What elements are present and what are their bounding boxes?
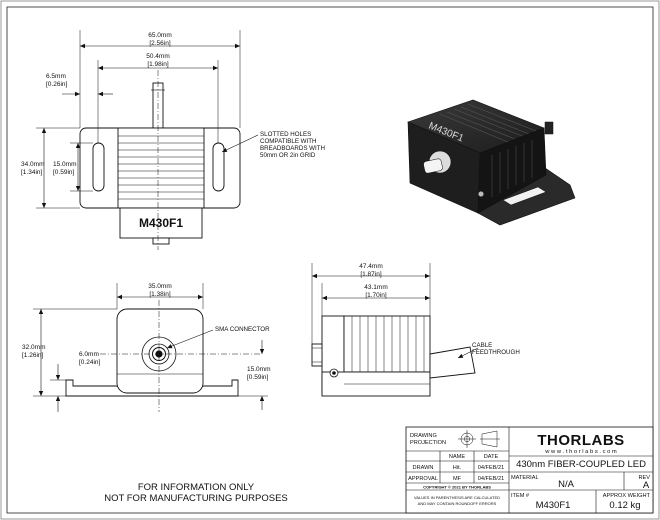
dim-slot-length: 15.0mm	[53, 161, 76, 168]
item-value: M430F1	[536, 500, 571, 511]
dim-overall-depth: 34.0mm	[21, 161, 44, 168]
dim-axis-height: 15.0mm	[247, 366, 270, 373]
top-view-fins	[118, 135, 204, 200]
slot-note-line-1: SLOTTED HOLES	[260, 131, 311, 138]
footer-line-2: NOT FOR MANUFACTURING PURPOSES	[104, 493, 288, 504]
side-view-sma-stub	[311, 343, 323, 367]
dim-flange-height-in: [0.24in]	[79, 359, 101, 366]
drawn-label: DRAWN	[413, 465, 434, 471]
weight-value: 0.12 kg	[609, 500, 640, 511]
dim-body-width-in: [1.38in]	[149, 291, 171, 298]
dim-overall-length-in: [1.87in]	[360, 271, 382, 278]
drawn-date: 04/FEB/21	[478, 465, 504, 471]
rev-value: A	[643, 480, 650, 491]
weight-label: APPROX WEIGHT	[603, 493, 651, 499]
thorlabs-url: w w w . t h o r l a b s . c o m	[544, 449, 617, 455]
dim-slot-spacing-in: [1.98in]	[147, 61, 169, 68]
dim-slot-offset-in: [0.26in]	[46, 81, 68, 88]
footer-line-1: FOR INFORMATION ONLY	[138, 482, 255, 493]
item-label: ITEM #	[511, 493, 530, 499]
top-view-heatsink	[117, 127, 205, 209]
slot-note-line-2: COMPATIBLE WITH	[260, 138, 317, 145]
dim-overall-length: 47.4mm	[359, 263, 382, 270]
top-view: M430F1 65.0mm [2.56in] 50.4mm [1.98in] 6…	[21, 30, 325, 250]
dim-height-in: [1.26in]	[22, 352, 44, 359]
approval-label: APPROVAL	[408, 476, 438, 482]
disclaimer-line-1: VALUES IN PARENTHESIS ARE CALCULATED	[414, 495, 500, 500]
sheet-inner-border	[6, 6, 654, 514]
col-name: NAME	[449, 454, 465, 460]
drawn-name: Hit.	[453, 465, 462, 471]
dim-slot-length-in: [0.59in]	[53, 169, 75, 176]
dim-body-width: 35.0mm	[148, 283, 171, 290]
copyright: COPYRIGHT © 2021 BY THORLABS	[423, 485, 491, 490]
projection-label-2: PROJECTION	[410, 440, 446, 446]
third-angle-projection-icon	[458, 430, 500, 448]
dim-axis-height-in: [0.59in]	[247, 374, 269, 381]
rev-label: REV	[638, 475, 650, 481]
title-block: DRAWING PROJECTION NAME DATE DRAWN Hit. …	[405, 426, 654, 514]
top-view-part-label: M430F1	[139, 216, 183, 230]
dim-flange-height: 6.0mm	[79, 351, 99, 358]
top-view-slot-left	[92, 142, 105, 192]
material-value: N/A	[558, 479, 575, 490]
slot-note-line-4: 50mm OR 2in GRID	[260, 152, 316, 159]
dim-body-length: 43.1mm	[364, 284, 387, 291]
col-date: DATE	[484, 454, 499, 460]
dim-overall-depth-in: [1.34in]	[21, 169, 43, 176]
side-view-heatsink	[343, 315, 431, 373]
dim-overall-width: 65.0mm	[148, 32, 171, 39]
approval-name: MF	[453, 476, 462, 482]
dim-slot-offset: 6.5mm	[46, 73, 66, 80]
material-label: MATERIAL	[511, 475, 539, 481]
cable-note-line-1: CABLE	[472, 342, 492, 349]
thorlabs-logo: THORLABS	[537, 432, 624, 449]
dim-body-length-in: [1.70in]	[365, 292, 387, 299]
projection-label-1: DRAWING	[410, 433, 437, 439]
part-description: 430nm FIBER-COUPLED LED	[516, 459, 646, 470]
isometric-view: M430F1	[407, 99, 576, 226]
dim-height: 32.0mm	[22, 344, 45, 351]
approval-date: 04/FEB/21	[478, 476, 504, 482]
side-view: 47.4mm [1.87in] 43.1mm [1.70in] CABLE FE…	[311, 263, 520, 397]
top-view-slot-right	[212, 142, 225, 192]
dim-overall-width-in: [2.56in]	[149, 40, 171, 47]
side-view-fins	[351, 316, 425, 372]
disclaimer-line-2: AND MAY CONTAIN ROUNDOFF ERRORS	[418, 501, 497, 506]
sma-connector-note: SMA CONNECTOR	[215, 326, 270, 333]
side-view-cable-feedthrough	[429, 346, 476, 379]
slot-note-line-3: BREADBOARDS WITH	[260, 145, 325, 152]
dim-slot-spacing: 50.4mm	[146, 53, 169, 60]
cable-note-line-2: FEEDTHROUGH	[472, 349, 520, 356]
front-view: 35.0mm [1.38in] 32.0mm [1.26in] 6.0mm [0…	[22, 283, 270, 412]
